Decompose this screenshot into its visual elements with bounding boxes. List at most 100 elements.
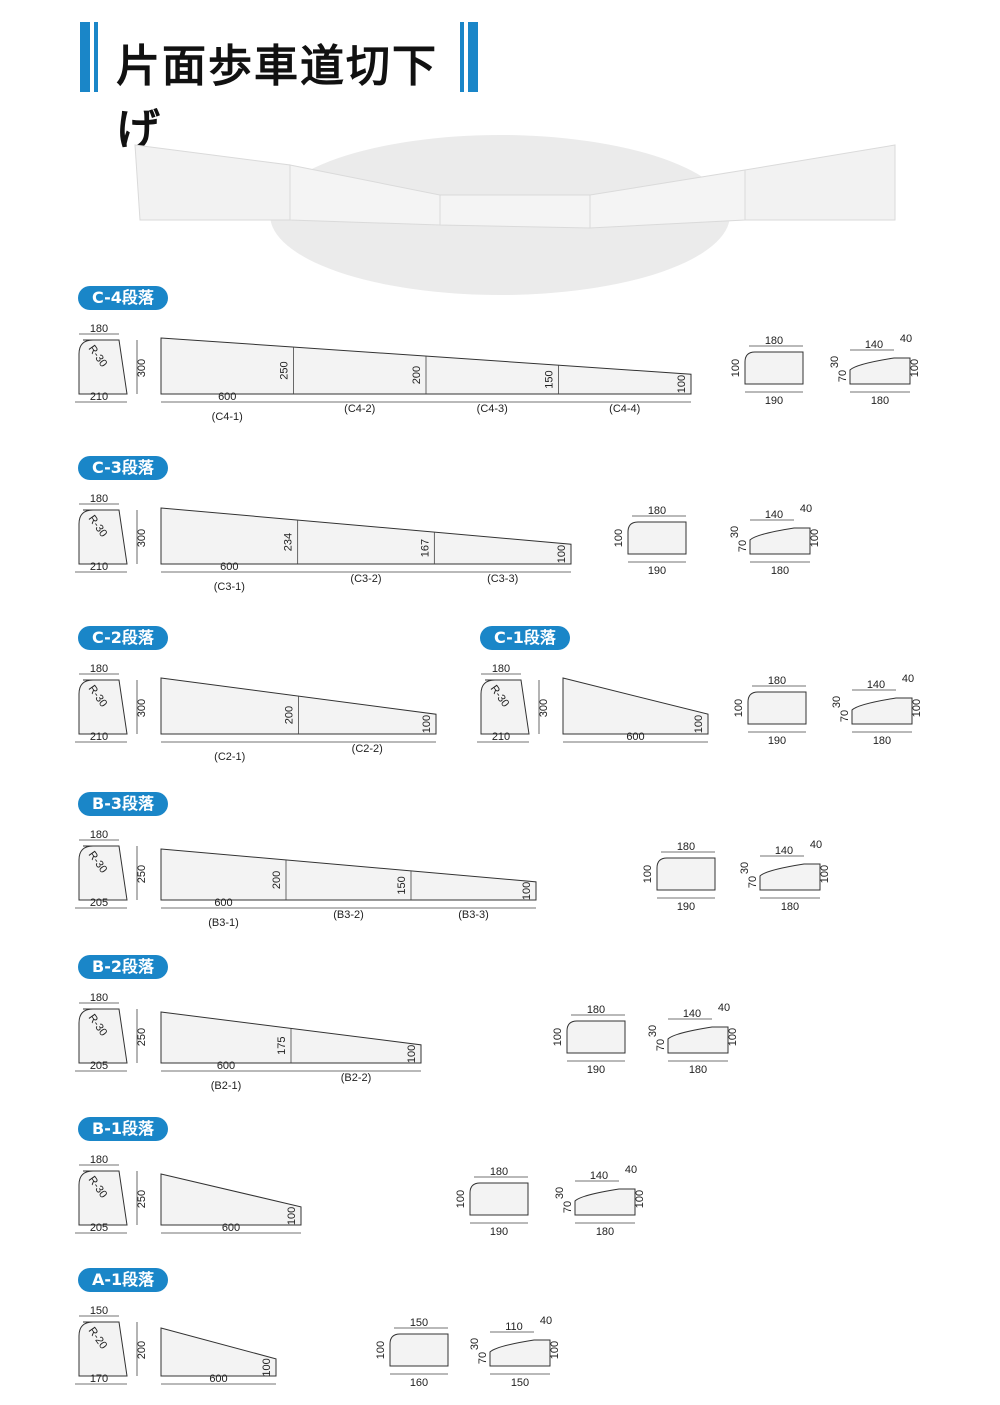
- section-label-pill: C-4段落: [78, 286, 168, 310]
- slope-end-height: 100: [286, 1207, 298, 1225]
- cross-section-top-dimension: 110: [505, 1321, 523, 1333]
- cross-section-bottom-dimension: 160: [410, 1377, 428, 1389]
- cross-section-top-dimension: 180: [765, 335, 783, 347]
- side-bottom-dimension: 210: [90, 561, 108, 573]
- section-label-pill: B-3段落: [78, 792, 168, 816]
- slope-height-dimension: 150: [544, 370, 556, 388]
- slope-part-label: (B2-1): [211, 1080, 242, 1092]
- title-bar-stripe: [460, 22, 464, 92]
- side-top-dimension: 180: [90, 323, 108, 335]
- section-label-pill: B-2段落: [78, 955, 168, 979]
- cross-section-bottom-dimension: 180: [781, 901, 799, 913]
- side-bottom-dimension: 205: [90, 1222, 108, 1234]
- slope-block: [160, 507, 572, 565]
- cross-section-gap-dimension: 40: [810, 839, 822, 851]
- cross-section-height-dimension: 100: [909, 359, 921, 377]
- slope-part-label: (C2-1): [214, 751, 245, 763]
- cross-section-height-dimension: 100: [911, 699, 923, 717]
- cross-section-bottom-dimension: 190: [648, 565, 666, 577]
- section-label-pill: C-1段落: [480, 626, 570, 650]
- section-label-pill: C-3段落: [78, 456, 168, 480]
- side-profile-block: [78, 339, 128, 395]
- side-height-dimension: 300: [136, 529, 148, 547]
- cross-section-height-dimension: 100: [455, 1190, 467, 1208]
- side-profile-block: [78, 1321, 128, 1377]
- cross-section-top-dimension: 180: [587, 1004, 605, 1016]
- slope-block: [160, 1173, 302, 1226]
- cross-section-height-dimension: 100: [613, 529, 625, 547]
- cross-section-block: [744, 351, 804, 385]
- side-bottom-dimension: 205: [90, 897, 108, 909]
- title-bar-stripe: [94, 22, 98, 92]
- cross-section-bottom-dimension: 180: [689, 1064, 707, 1076]
- slope-height-dimension: 175: [276, 1037, 288, 1055]
- cross-section-height-dimension: 100: [809, 529, 821, 547]
- slope-length-dimension: 600: [214, 897, 232, 909]
- side-height-dimension: 250: [136, 865, 148, 883]
- cross-section-block: [849, 357, 911, 385]
- cross-section-height-dimension: 100: [819, 865, 831, 883]
- cross-section-top-dimension: 180: [677, 841, 695, 853]
- product-photo: [134, 135, 896, 295]
- slope-part-label: (B3-3): [458, 909, 489, 921]
- cross-section-lower-height: 70: [562, 1201, 574, 1213]
- cross-section-bottom-dimension: 190: [490, 1226, 508, 1238]
- cross-section-block: [574, 1188, 636, 1216]
- cross-section-block: [656, 857, 716, 891]
- side-profile-block: [78, 509, 128, 565]
- slope-height-dimension: 250: [279, 361, 291, 379]
- cross-section-top-dimension: 180: [490, 1166, 508, 1178]
- section-label-pill: C-2段落: [78, 626, 168, 650]
- side-height-dimension: 300: [136, 699, 148, 717]
- cross-section-gap-dimension: 40: [540, 1315, 552, 1327]
- cross-section-block: [389, 1333, 449, 1367]
- cross-section-lower-height: 70: [737, 540, 749, 552]
- side-height-dimension: 250: [136, 1190, 148, 1208]
- cross-section-height-dimension: 100: [733, 699, 745, 717]
- cross-section-gap-dimension: 40: [800, 503, 812, 515]
- cross-section-bottom-dimension: 180: [873, 735, 891, 747]
- section-label-pill: A-1段落: [78, 1268, 169, 1292]
- cross-section-lower-height: 70: [837, 370, 849, 382]
- slope-length-dimension: 600: [222, 1222, 240, 1234]
- side-bottom-dimension: 205: [90, 1060, 108, 1072]
- slope-part-label: (C3-1): [214, 581, 245, 593]
- cross-section-upper-height: 30: [729, 526, 741, 538]
- slope-block: [160, 1327, 277, 1377]
- cross-section-gap-dimension: 40: [902, 673, 914, 685]
- cross-section-height-dimension: 100: [727, 1028, 739, 1046]
- cross-section-lower-height: 70: [839, 710, 851, 722]
- cross-section-height-dimension: 100: [642, 865, 654, 883]
- side-bottom-dimension: 210: [90, 731, 108, 743]
- side-height-dimension: 300: [538, 699, 550, 717]
- cross-section-top-dimension: 140: [683, 1008, 701, 1020]
- cross-section-bottom-dimension: 180: [871, 395, 889, 407]
- side-profile-block: [480, 679, 530, 735]
- cross-section-lower-height: 70: [747, 876, 759, 888]
- slope-part-label: (C3-3): [487, 573, 518, 585]
- cross-section-upper-height: 30: [829, 356, 841, 368]
- cross-section-top-dimension: 140: [867, 679, 885, 691]
- title-bar-stripe: [80, 22, 90, 92]
- side-profile-block: [78, 679, 128, 735]
- cross-section-top-dimension: 140: [590, 1170, 608, 1182]
- cross-section-bottom-dimension: 190: [768, 735, 786, 747]
- side-top-dimension: 180: [90, 493, 108, 505]
- side-top-dimension: 180: [90, 829, 108, 841]
- cross-section-height-dimension: 100: [634, 1190, 646, 1208]
- slope-length-dimension: 600: [217, 1060, 235, 1072]
- side-profile-block: [78, 1008, 128, 1064]
- slope-end-height: 100: [676, 375, 688, 393]
- slope-end-height: 100: [261, 1358, 273, 1376]
- slope-part-label: (C4-4): [609, 403, 640, 415]
- side-height-dimension: 200: [136, 1341, 148, 1359]
- cross-section-top-dimension: 180: [768, 675, 786, 687]
- cross-section-height-dimension: 100: [549, 1341, 561, 1359]
- slope-height-dimension: 200: [411, 366, 423, 384]
- cross-section-block: [851, 697, 913, 725]
- cross-section-gap-dimension: 40: [718, 1002, 730, 1014]
- side-top-dimension: 150: [90, 1305, 108, 1317]
- slope-height-dimension: 167: [419, 539, 431, 557]
- cross-section-block: [749, 527, 811, 555]
- cross-section-bottom-dimension: 180: [596, 1226, 614, 1238]
